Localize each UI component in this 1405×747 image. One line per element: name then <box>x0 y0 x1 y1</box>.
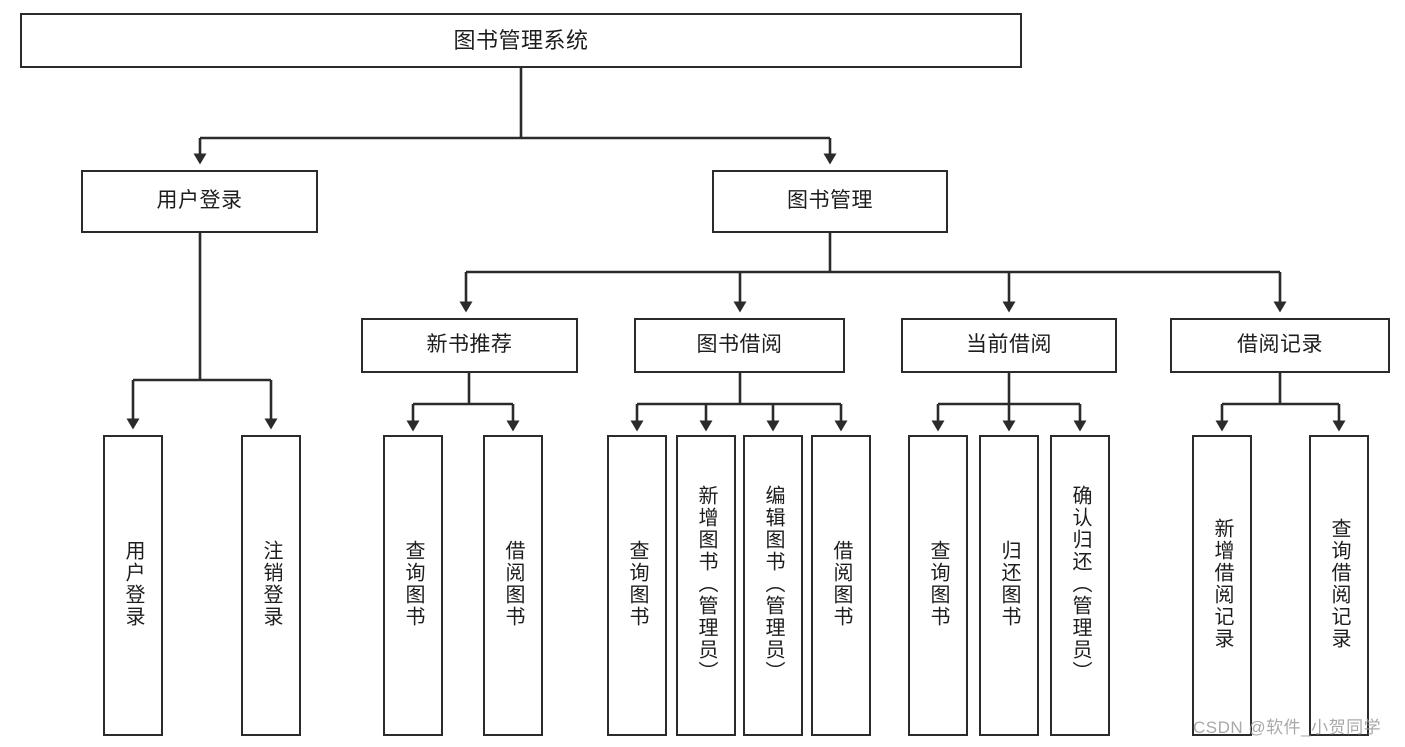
node-label: 确认归还（管理员） <box>1069 484 1091 683</box>
node-leaf-borrow-book-2[interactable]: 借阅图书 <box>811 435 871 736</box>
node-book-management[interactable]: 图书管理 <box>712 170 948 233</box>
node-leaf-add-book[interactable]: 新增图书（管理员） <box>676 435 736 736</box>
node-user-login[interactable]: 用户登录 <box>81 170 318 233</box>
node-current-borrow[interactable]: 当前借阅 <box>901 318 1117 373</box>
node-leaf-edit-book[interactable]: 编辑图书（管理员） <box>743 435 803 736</box>
node-leaf-return-book[interactable]: 归还图书 <box>979 435 1039 736</box>
node-label: 借阅记录 <box>1237 333 1323 357</box>
node-label: 借阅图书 <box>502 539 524 628</box>
node-leaf-user-login[interactable]: 用户登录 <box>103 435 163 736</box>
node-leaf-confirm-return[interactable]: 确认归还（管理员） <box>1050 435 1110 736</box>
node-leaf-query-book-1[interactable]: 查询图书 <box>383 435 443 736</box>
node-label: 图书管理 <box>787 189 873 213</box>
node-leaf-query-record[interactable]: 查询借阅记录 <box>1309 435 1369 736</box>
node-label: 注销登录 <box>260 539 282 628</box>
node-book-management-system[interactable]: 图书管理系统 <box>20 13 1022 68</box>
node-label: 新增图书（管理员） <box>695 484 717 683</box>
node-book-borrow[interactable]: 图书借阅 <box>634 318 845 373</box>
node-label: 查询借阅记录 <box>1328 517 1350 650</box>
node-leaf-borrow-book-1[interactable]: 借阅图书 <box>483 435 543 736</box>
node-label: 借阅图书 <box>830 539 852 628</box>
node-label: 归还图书 <box>998 539 1020 628</box>
node-label: 图书借阅 <box>696 333 783 357</box>
node-label: 新书推荐 <box>426 333 513 357</box>
node-label: 查询图书 <box>402 539 424 628</box>
node-label: 用户登录 <box>156 189 243 213</box>
node-leaf-add-record[interactable]: 新增借阅记录 <box>1192 435 1252 736</box>
node-leaf-query-book-2[interactable]: 查询图书 <box>607 435 667 736</box>
watermark: CSDN @软件_小贺同学 <box>1193 718 1382 737</box>
node-borrow-record[interactable]: 借阅记录 <box>1170 318 1390 373</box>
node-label: 图书管理系统 <box>453 27 589 53</box>
node-label: 查询图书 <box>927 539 949 628</box>
node-leaf-logout[interactable]: 注销登录 <box>241 435 301 736</box>
node-label: 用户登录 <box>122 539 144 628</box>
node-label: 编辑图书（管理员） <box>762 484 784 683</box>
node-new-book-recommend[interactable]: 新书推荐 <box>361 318 578 373</box>
node-label: 新增借阅记录 <box>1211 517 1233 650</box>
node-label: 查询图书 <box>626 539 648 628</box>
node-label: 当前借阅 <box>966 333 1052 357</box>
node-leaf-query-book-3[interactable]: 查询图书 <box>908 435 968 736</box>
